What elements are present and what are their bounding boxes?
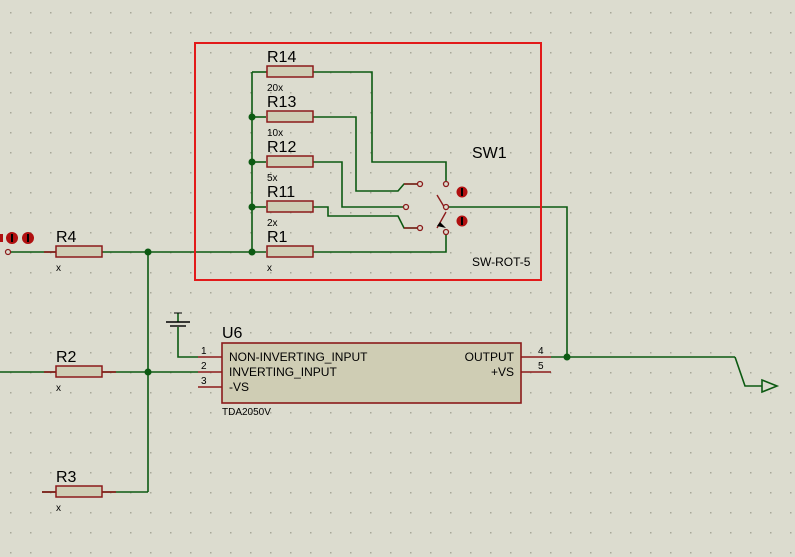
resistor-r1[interactable]: R1 x (266, 229, 314, 274)
junction-dot (144, 248, 152, 256)
wire-output-terminal[interactable] (734, 356, 762, 387)
output-terminal[interactable] (761, 378, 780, 394)
resistor-r3[interactable]: R3 x (55, 469, 103, 514)
wiper-arrow-icon (437, 222, 446, 228)
resistor-ref: R13 (267, 94, 296, 111)
pin-number: 5 (538, 361, 544, 372)
resistor-body[interactable] (266, 110, 314, 123)
resistor-body[interactable] (266, 245, 314, 258)
amplifier-part: TDA2050V (222, 407, 271, 418)
junctions (144, 113, 571, 376)
resistor-leads (42, 71, 268, 493)
pin-name: OUTPUT (465, 350, 515, 364)
pin-name: +VS (491, 365, 514, 379)
amplifier-body[interactable] (221, 342, 522, 404)
junction-dot (563, 353, 571, 361)
junction-dot (248, 158, 256, 166)
probe-edge (0, 234, 3, 242)
resistor-ref: R12 (267, 139, 296, 156)
resistor-value: 5x (267, 173, 278, 184)
resistor-value: 2x (267, 218, 278, 229)
junction-dot (248, 248, 256, 256)
junction-dot (248, 203, 256, 211)
amplifier-ref: U6 (222, 325, 243, 342)
resistor-body[interactable] (266, 155, 314, 168)
switch-part: SW-ROT-5 (472, 255, 531, 269)
resistor-body[interactable] (266, 200, 314, 213)
wire-sw-common[interactable] (446, 206, 568, 357)
resistor-ref: R4 (56, 229, 77, 246)
resistor-body[interactable] (55, 485, 103, 498)
resistor-ref: R3 (56, 469, 77, 486)
ground-symbol[interactable] (166, 312, 190, 327)
resistor-value: x (56, 263, 61, 274)
resistor-ref: R2 (56, 349, 77, 366)
wire-gnd-pin1[interactable] (177, 327, 198, 358)
pin-name: NON-INVERTING_INPUT (229, 350, 368, 364)
probe-terminal (4, 248, 12, 256)
selection-box (194, 42, 542, 281)
pin-number: 4 (538, 346, 544, 357)
resistor-value: 20x (267, 83, 283, 94)
pin-name: -VS (229, 380, 249, 394)
wire-r14-sw[interactable] (313, 71, 447, 184)
resistor-body[interactable] (55, 245, 103, 258)
resistor-ref: R11 (267, 184, 295, 201)
resistor-r13[interactable]: R13 10x (266, 94, 314, 139)
resistor-value: 10x (267, 128, 283, 139)
resistor-ref: R1 (267, 229, 288, 246)
pin-number: 3 (201, 376, 207, 387)
resistor-body[interactable] (266, 65, 314, 78)
output-arrow-icon[interactable] (761, 378, 780, 394)
wire-r12-sw[interactable] (313, 161, 404, 208)
resistor-r14[interactable]: R14 20x (266, 49, 314, 94)
junction-dot (144, 368, 152, 376)
resistor-r11[interactable]: R11 2x (266, 184, 314, 229)
switch-control-up[interactable] (456, 186, 468, 198)
resistor-r12[interactable]: R12 5x (266, 139, 314, 184)
resistor-body[interactable] (55, 365, 103, 378)
pin-number: 2 (201, 361, 207, 372)
switch-control-down[interactable] (456, 215, 468, 227)
resistor-value: x (56, 503, 61, 514)
junction-dot (248, 113, 256, 121)
rotary-switch-sw1[interactable]: SW1 SW-ROT-5 (402, 145, 531, 269)
resistor-ref: R14 (267, 49, 296, 66)
amplifier-pins (198, 356, 551, 388)
resistor-value: x (56, 383, 61, 394)
resistor-value: x (267, 263, 272, 274)
amplifier-u6[interactable]: U6 TDA2050V 1 2 3 4 5 NON-INVERTING_INPU… (198, 325, 551, 418)
wire-r1-sw[interactable] (313, 232, 447, 253)
switch-terminals (402, 180, 450, 236)
switch-ref: SW1 (472, 145, 507, 162)
pin-number: 1 (201, 346, 207, 357)
input-probe[interactable] (0, 232, 34, 256)
resistor-r2[interactable]: R2 x (55, 349, 103, 394)
resistor-r4[interactable]: R4 x (55, 229, 103, 274)
pin-name: INVERTING_INPUT (229, 365, 337, 379)
